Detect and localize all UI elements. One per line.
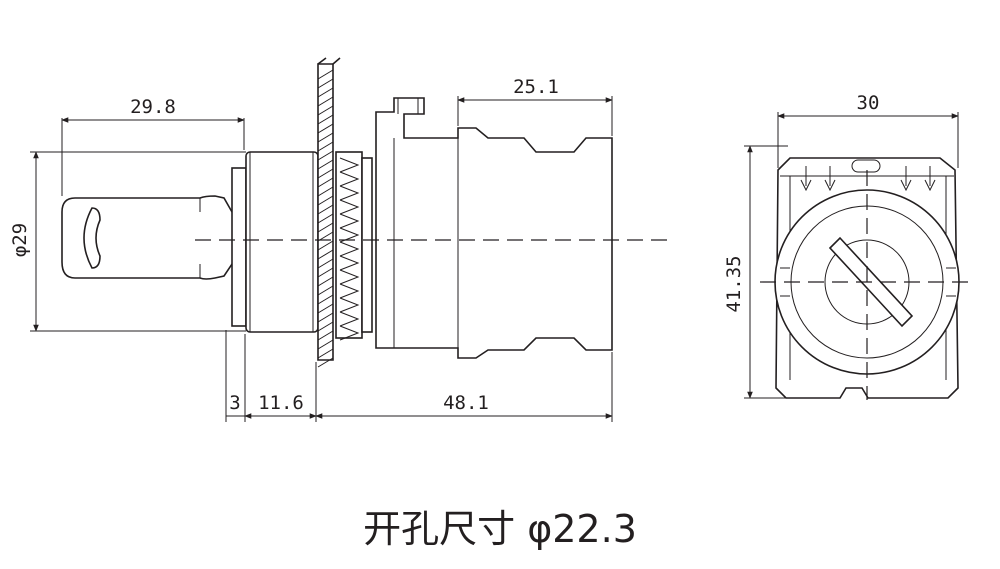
panel (317, 57, 341, 368)
hatch-line (317, 195, 334, 206)
dim-bottom: 3 11.6 48.1 (225, 330, 613, 422)
hatch-line (317, 222, 334, 233)
hatch-line (317, 87, 334, 98)
nut-tooth (339, 297, 360, 313)
dim-label-overall: 48.1 (443, 392, 489, 414)
hatch-line (317, 69, 334, 80)
dim-key-length: 29.8 (61, 96, 245, 196)
hatch-line (317, 186, 334, 197)
nut-tooth (339, 311, 360, 327)
hatch-line (317, 132, 334, 143)
dim-label-key-length: 29.8 (130, 96, 176, 118)
hatch-line (317, 312, 334, 323)
dim-label-panel-depth: 11.6 (258, 392, 304, 414)
nut-tooth (339, 255, 360, 271)
dim-label-body-length: 25.1 (513, 76, 559, 98)
nut-tooth (339, 283, 360, 299)
front-view: 30 41.35 (723, 92, 975, 400)
hatch-line (317, 240, 334, 251)
hatch-line (317, 267, 334, 278)
hatch-line (317, 114, 334, 125)
bezel (231, 151, 319, 333)
key (61, 195, 243, 280)
hatch-line (317, 177, 334, 188)
dim-front-width: 30 (777, 92, 959, 168)
hatch-line (317, 204, 334, 215)
lock-nut (335, 151, 373, 341)
hatch-line (317, 249, 334, 260)
hatch-line (317, 213, 334, 224)
side-view: 29.8 25.1 φ29 3 11.6 48.1 (9, 57, 668, 422)
dim-label-bezel: 3 (229, 392, 240, 414)
hatch-line (317, 303, 334, 314)
nut-tooth (339, 185, 360, 201)
hatch-line (317, 339, 334, 350)
hatch-line (317, 105, 334, 116)
hatch-line (317, 321, 334, 332)
nut-tooth (339, 325, 360, 341)
hatch-line (317, 78, 334, 89)
hatch-line (317, 357, 334, 368)
cutout-caption: 开孔尺寸 φ22.3 (363, 507, 637, 551)
nut-tooth (339, 213, 360, 229)
hatch-line (317, 330, 334, 341)
hatch-line (317, 294, 334, 305)
nut-tooth (339, 199, 360, 215)
nut-tooth (339, 269, 360, 285)
hatch-line (317, 96, 334, 107)
nut-tooth (339, 171, 360, 187)
hatch-line (317, 123, 334, 134)
dim-label-front-width: 30 (857, 92, 880, 114)
dim-label-front-height: 41.35 (723, 255, 745, 312)
nut-tooth (339, 241, 360, 257)
hatch-line (317, 285, 334, 296)
dim-front-height: 41.35 (723, 145, 788, 399)
dim-label-diameter: φ29 (9, 223, 31, 257)
hatch-line (317, 159, 334, 170)
hatch-line (317, 141, 334, 152)
dim-body-length: 25.1 (457, 76, 613, 136)
contact-block (375, 97, 613, 359)
dim-diameter: φ29 (9, 151, 246, 332)
hatch-line (317, 276, 334, 287)
nut-tooth (339, 157, 360, 173)
hatch-line (317, 258, 334, 269)
hatch-line (317, 168, 334, 179)
hatch-line (317, 348, 334, 359)
arrow-icons (800, 166, 936, 192)
hatch-line (317, 150, 334, 161)
